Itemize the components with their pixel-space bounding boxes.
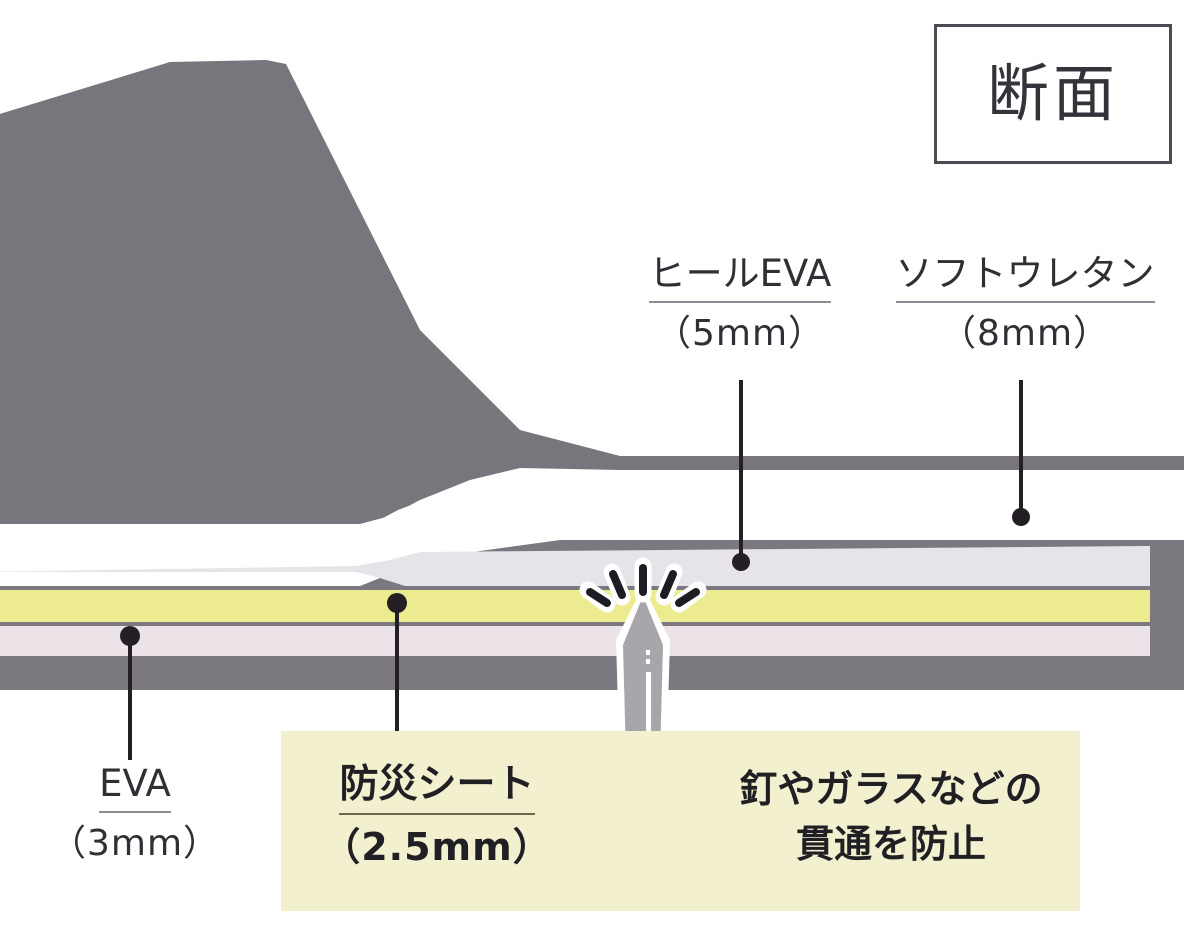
label-prevention-line1: 釘やガラスなどの [739, 767, 1043, 811]
label-soft-urethane-name: ソフトウレタン [895, 252, 1155, 303]
label-bousai-sheet: 防災シート （2.5mm） [312, 762, 562, 870]
label-soft-urethane-thickness: （8mm） [939, 312, 1111, 354]
cross-section-title-box: 断面 [934, 24, 1172, 164]
shoe-upper-silhouette [0, 60, 1184, 524]
label-bousai-sheet-thickness: （2.5mm） [322, 825, 552, 870]
label-soft-urethane: ソフトウレタン （8mm） [880, 252, 1170, 355]
leader-heel-eva [732, 380, 750, 571]
leader-bousai-sheet [387, 593, 407, 740]
label-eva-thickness: （3mm） [49, 822, 221, 864]
page-title: 断面 [986, 57, 1119, 130]
layer-heel-eva [0, 470, 1150, 566]
leader-soft-urethane [1012, 380, 1030, 526]
highlight-panel [281, 731, 1080, 911]
label-bousai-sheet-name: 防災シート [339, 762, 535, 816]
impact-burst-icon [579, 557, 707, 613]
label-eva: EVA （3mm） [40, 762, 230, 865]
label-heel-eva-name: ヒールEVA [648, 252, 832, 303]
label-eva-name: EVA [99, 762, 171, 813]
label-prevention-note: 釘やガラスなどの 貫通を防止 [706, 762, 1076, 872]
label-prevention-line2: 貫通を防止 [795, 822, 986, 867]
leader-eva [120, 626, 140, 760]
label-heel-eva: ヒールEVA （5mm） [620, 252, 860, 355]
layer-soft-urethane [0, 546, 1150, 586]
layer-eva [0, 626, 1150, 656]
label-heel-eva-thickness: （5mm） [654, 312, 826, 354]
layer-bousai-sheet [0, 590, 1150, 622]
